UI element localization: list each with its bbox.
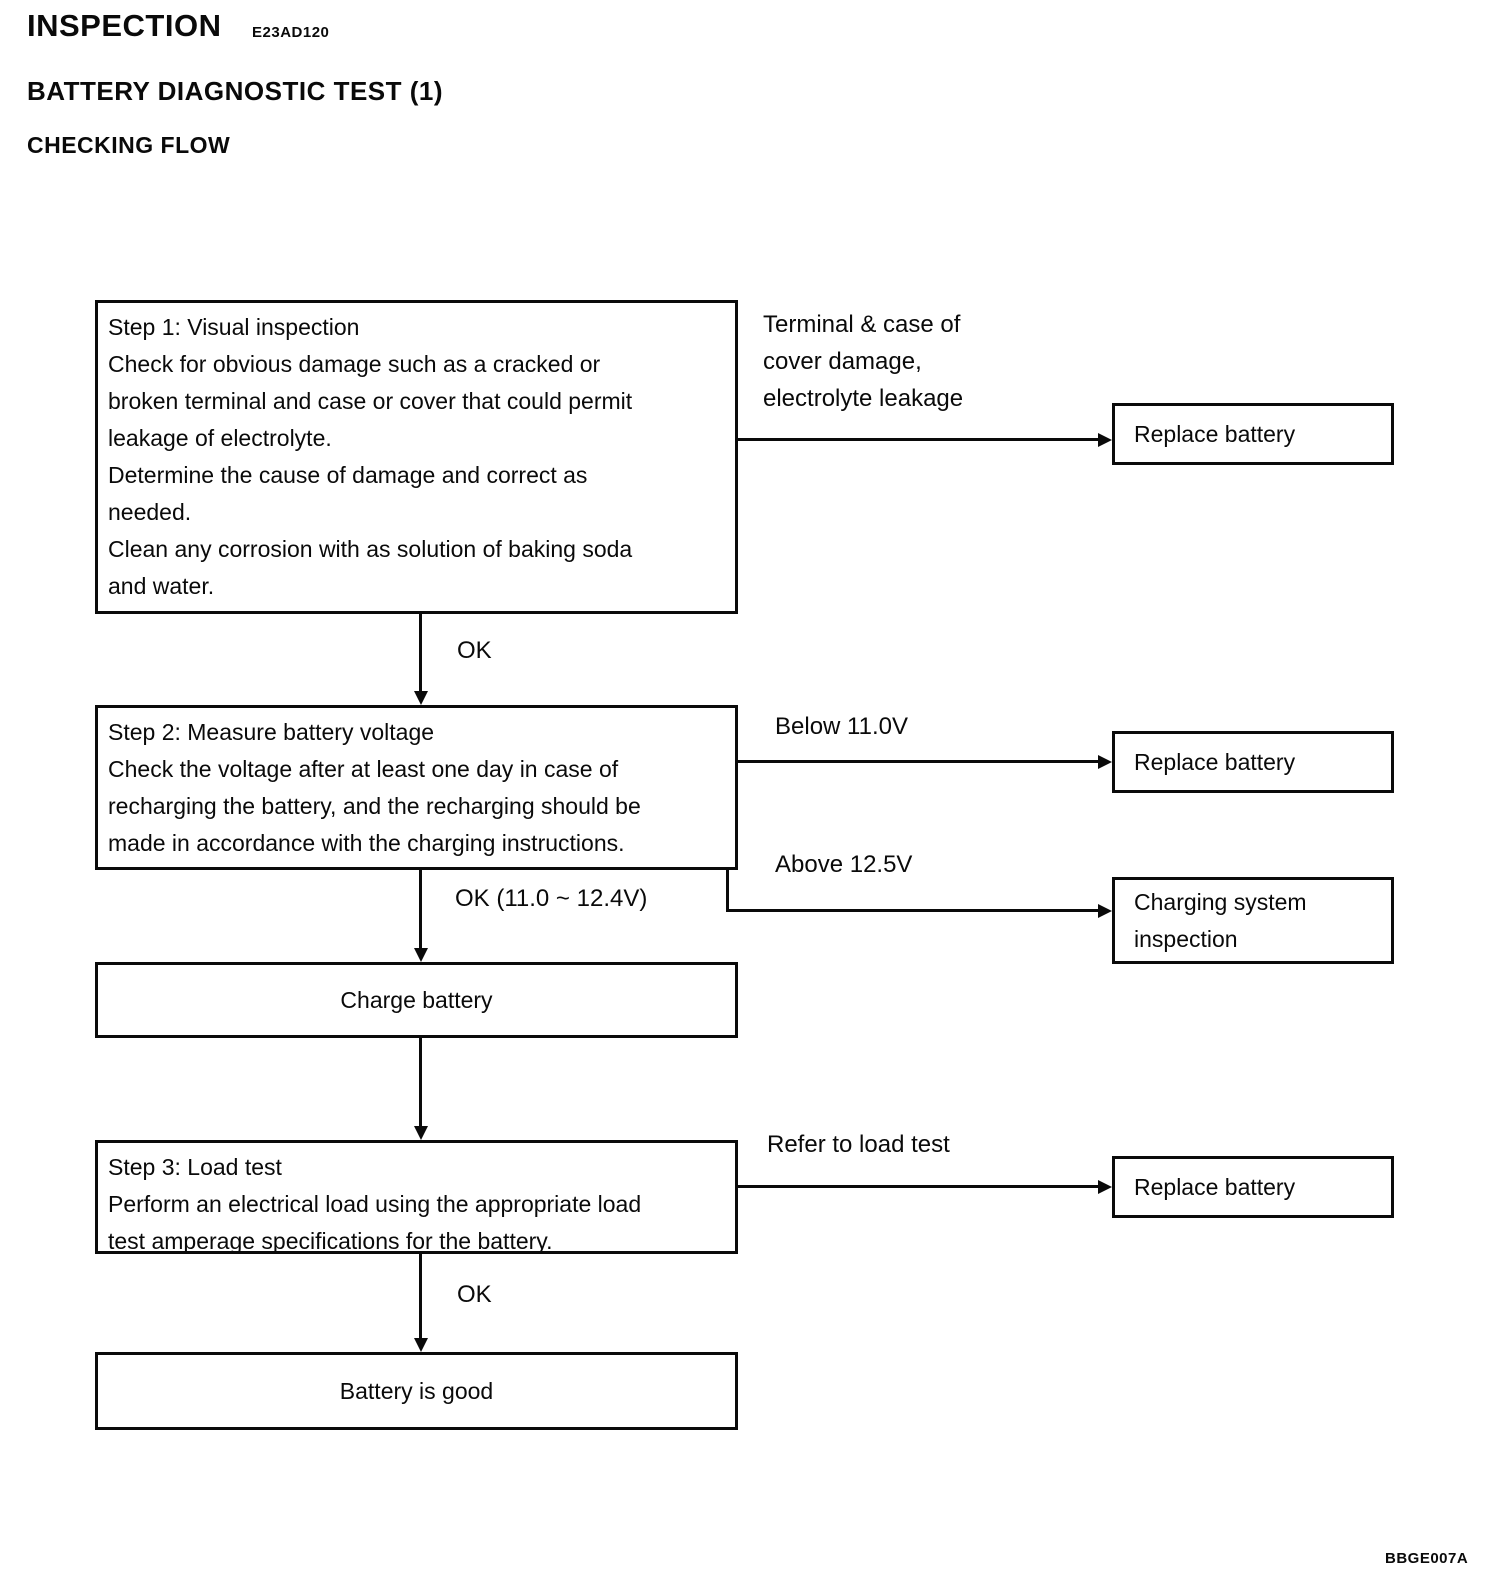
- step1-pass-connector-line: [419, 614, 422, 693]
- replace-battery-box-2: Replace battery: [1112, 731, 1394, 793]
- step2-box: Step 2: Measure battery voltage Check th…: [95, 705, 738, 870]
- charge-battery-box: Charge battery: [95, 962, 738, 1038]
- replace-battery-label-3: Replace battery: [1134, 1173, 1296, 1200]
- diagram-title: BATTERY DIAGNOSTIC TEST (1): [27, 76, 444, 106]
- charging-system-label: Charging system inspection: [1134, 888, 1307, 952]
- step2-above-connector-line: [726, 909, 1100, 912]
- arrow-right-icon: [1098, 904, 1112, 918]
- step1-fail-connector-line: [738, 438, 1100, 441]
- figure-code: BBGE007A: [1385, 1550, 1469, 1567]
- replace-battery-label-1: Replace battery: [1134, 420, 1296, 447]
- step2-below-connector-line: [738, 760, 1100, 763]
- arrow-right-icon: [1098, 1180, 1112, 1194]
- arrow-down-icon: [414, 948, 428, 962]
- step1-body: Check for obvious damage such as a crack…: [108, 351, 633, 599]
- step3-title: Step 3: Load test: [108, 1154, 282, 1180]
- terminal-damage-label: Terminal & case of cover damage, electro…: [763, 311, 964, 412]
- above-voltage-label: Above 12.5V: [775, 851, 913, 878]
- arrow-down-icon: [414, 1126, 428, 1140]
- charge-to-step3-connector-line: [419, 1038, 422, 1128]
- charge-battery-label: Charge battery: [340, 986, 493, 1013]
- ok-label-2: OK: [457, 1281, 492, 1308]
- step2-pass-connector-line: [419, 870, 422, 950]
- section-heading: CHECKING FLOW: [27, 132, 231, 158]
- arrow-down-icon: [414, 1338, 428, 1352]
- replace-battery-box-3: Replace battery: [1112, 1156, 1394, 1218]
- step1-box: Step 1: Visual inspection Check for obvi…: [95, 300, 738, 614]
- step3-fail-connector-line: [738, 1185, 1100, 1188]
- arrow-down-icon: [414, 691, 428, 705]
- step2-title: Step 2: Measure battery voltage: [108, 719, 435, 745]
- step2-above-connector-vline: [726, 870, 729, 912]
- charging-system-box: Charging system inspection: [1112, 877, 1394, 964]
- page-title: INSPECTION: [27, 8, 222, 43]
- battery-good-box: Battery is good: [95, 1352, 738, 1430]
- step3-box: Step 3: Load test Perform an electrical …: [95, 1140, 738, 1254]
- ok-voltage-label: OK (11.0 ~ 12.4V): [455, 885, 648, 912]
- step3-body: Perform an electrical load using the app…: [108, 1191, 642, 1254]
- doc-code: E23AD120: [252, 24, 330, 41]
- step3-pass-connector-line: [419, 1254, 422, 1340]
- step1-title: Step 1: Visual inspection: [108, 314, 360, 340]
- battery-good-label: Battery is good: [339, 1377, 494, 1404]
- arrow-right-icon: [1098, 433, 1112, 447]
- ok-label-1: OK: [457, 637, 492, 664]
- replace-battery-label-2: Replace battery: [1134, 748, 1296, 775]
- step2-body: Check the voltage after at least one day…: [108, 756, 641, 856]
- arrow-right-icon: [1098, 755, 1112, 769]
- below-voltage-label: Below 11.0V: [775, 713, 908, 740]
- refer-load-test-label: Refer to load test: [767, 1131, 950, 1158]
- replace-battery-box-1: Replace battery: [1112, 403, 1394, 465]
